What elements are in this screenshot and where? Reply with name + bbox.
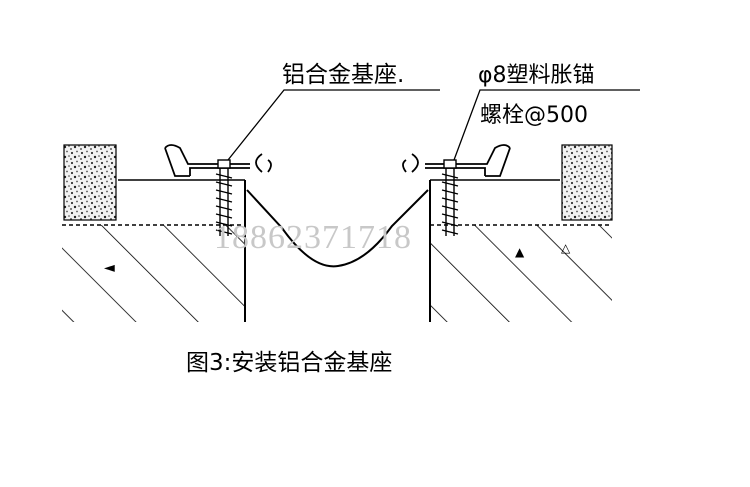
left-concrete-block	[63, 144, 117, 221]
left-slab: ◄	[62, 180, 246, 322]
triangle-mark-left: ◄	[104, 260, 115, 276]
anchor-label-line1: φ8塑料胀锚	[478, 63, 595, 88]
anchor-leader-line	[453, 89, 640, 161]
right-anchor-bolt	[441, 159, 459, 236]
triangle-mark-right-1: ▲	[515, 245, 525, 259]
v-membrane	[246, 189, 429, 268]
right-concrete-block	[561, 144, 613, 221]
figure-caption: 图3:安装铝合金基座	[186, 350, 392, 376]
anchor-label-line2: 螺栓@500	[480, 103, 588, 128]
base-seat-leader-line	[227, 89, 440, 161]
phone-watermark: 18862371718	[214, 219, 412, 256]
left-anchor-bolt	[215, 159, 233, 236]
right-slab: ▲ △	[429, 180, 612, 322]
base-seat-label: 铝合金基座.	[282, 62, 404, 88]
triangle-mark-right-2: △	[561, 241, 571, 255]
right-aluminum-base	[402, 144, 511, 177]
